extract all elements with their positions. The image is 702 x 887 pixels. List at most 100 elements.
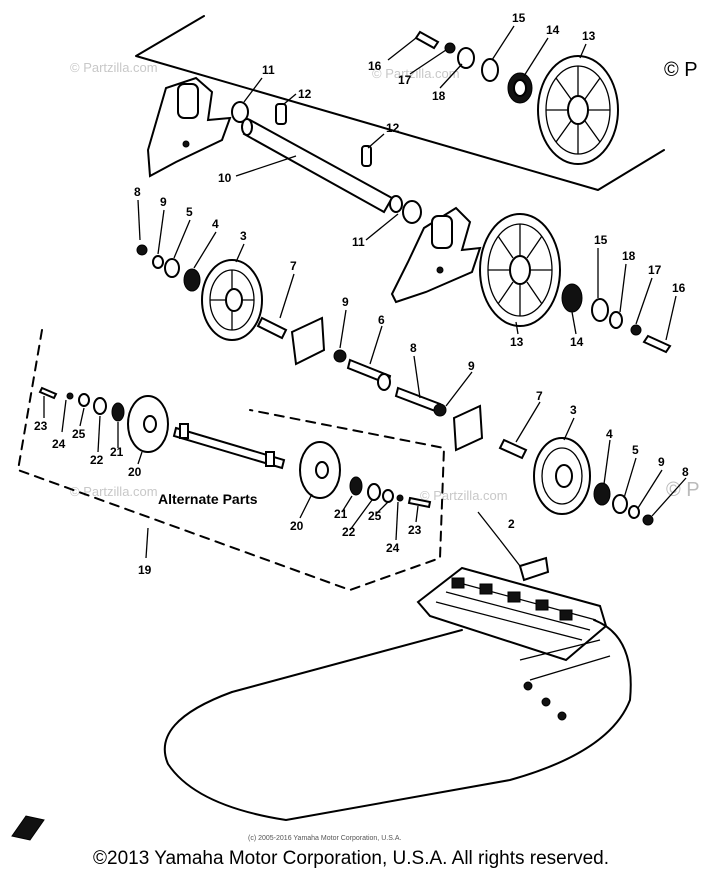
slide-rail-frame xyxy=(416,566,608,662)
washer xyxy=(382,489,394,503)
callout: 12 xyxy=(386,121,400,135)
bearing xyxy=(561,283,583,313)
alternate-wheel xyxy=(299,441,341,499)
callout: 13 xyxy=(510,335,524,349)
callout: 4 xyxy=(606,427,613,441)
callout: 7 xyxy=(290,259,297,273)
spacer xyxy=(498,438,528,460)
callout: 8 xyxy=(682,465,689,479)
bolt xyxy=(407,496,432,509)
callout: 17 xyxy=(398,73,412,87)
callout: 9 xyxy=(160,195,167,209)
callout: 20 xyxy=(128,465,142,479)
callout: 17 xyxy=(648,263,662,277)
callout: 3 xyxy=(570,403,577,417)
nut xyxy=(396,494,404,502)
bracket xyxy=(518,556,550,582)
bearing xyxy=(593,482,611,506)
snap-ring xyxy=(612,494,628,514)
callout: 18 xyxy=(432,89,446,103)
callout: 11 xyxy=(262,63,275,77)
idler-wheel-small xyxy=(201,259,263,341)
washer xyxy=(78,393,90,407)
callout: 15 xyxy=(512,11,526,25)
bolt xyxy=(642,334,672,354)
alternate-parts-label: Alternate Parts xyxy=(158,491,258,507)
callout: 21 xyxy=(110,445,124,459)
washer xyxy=(457,47,475,69)
callout: 19 xyxy=(138,563,152,577)
axle-shaft xyxy=(241,103,394,214)
washer xyxy=(609,311,623,329)
callout: 9 xyxy=(468,359,475,373)
nut xyxy=(66,392,74,400)
callout: 25 xyxy=(368,509,382,523)
callout: 9 xyxy=(342,295,349,309)
callout: 14 xyxy=(546,23,560,37)
idler-wheel-small xyxy=(533,437,591,515)
callout: 23 xyxy=(408,523,422,537)
spacer xyxy=(377,373,391,391)
callout: 3 xyxy=(240,229,247,243)
washer xyxy=(333,349,347,363)
nut xyxy=(642,514,654,526)
callout: 16 xyxy=(368,59,382,73)
callout: 18 xyxy=(622,249,636,263)
side-plate xyxy=(452,404,484,452)
nut xyxy=(444,42,456,54)
bearing xyxy=(111,402,125,422)
callout: 20 xyxy=(290,519,304,533)
callout: 22 xyxy=(342,525,356,539)
fine-print: (c) 2005-2016 Yamaha Motor Corporation, … xyxy=(248,835,401,842)
watermark: © Partzilla.com xyxy=(70,484,158,499)
washer xyxy=(433,403,447,417)
callout: 24 xyxy=(386,541,400,555)
watermark: © Partzilla.com xyxy=(372,66,460,81)
watermark: © Partzilla.com xyxy=(420,488,508,503)
callout: 23 xyxy=(34,419,48,433)
watermark: © P xyxy=(664,59,698,81)
right-slide-bracket xyxy=(390,206,482,304)
callout: 22 xyxy=(90,453,104,467)
bolt xyxy=(38,386,58,400)
callout: 13 xyxy=(582,29,596,43)
callout: 15 xyxy=(594,233,608,247)
callout: 12 xyxy=(298,87,312,101)
alternate-wheel xyxy=(127,395,169,453)
callout: 9 xyxy=(658,455,665,469)
callout: 16 xyxy=(672,281,686,295)
callout: 11 xyxy=(352,235,365,249)
washer xyxy=(389,195,403,213)
callout: 25 xyxy=(72,427,86,441)
spacer xyxy=(256,316,288,340)
copyright-notice: ©2013 Yamaha Motor Corporation, U.S.A. A… xyxy=(93,848,609,869)
leader-lines xyxy=(43,25,687,567)
snap-ring xyxy=(481,58,499,82)
callout: 6 xyxy=(378,313,385,327)
nut xyxy=(630,324,642,336)
bolt xyxy=(414,30,440,50)
callout: 5 xyxy=(186,205,193,219)
side-plate xyxy=(290,316,326,366)
callout: 7 xyxy=(536,389,543,403)
callout: 8 xyxy=(410,341,417,355)
snap-ring xyxy=(164,258,180,278)
bearing xyxy=(349,476,363,496)
washer xyxy=(152,255,164,269)
callout: 21 xyxy=(334,507,348,521)
callout: 24 xyxy=(52,437,66,451)
bearing xyxy=(183,268,201,292)
callout-numbers: 16 17 18 15 14 13 11 12 12 10 8 9 5 4 3 … xyxy=(34,11,689,577)
callout: 14 xyxy=(570,335,584,349)
upper-assembly-outline xyxy=(135,15,665,191)
watermark: © P xyxy=(666,479,700,501)
washer xyxy=(231,101,249,123)
washer xyxy=(402,200,422,224)
callout: 8 xyxy=(134,185,141,199)
callout: 2 xyxy=(508,517,515,531)
bearing xyxy=(507,72,533,104)
bolt xyxy=(394,386,442,414)
idler-wheel-large xyxy=(479,213,561,327)
callout: 10 xyxy=(218,171,232,185)
